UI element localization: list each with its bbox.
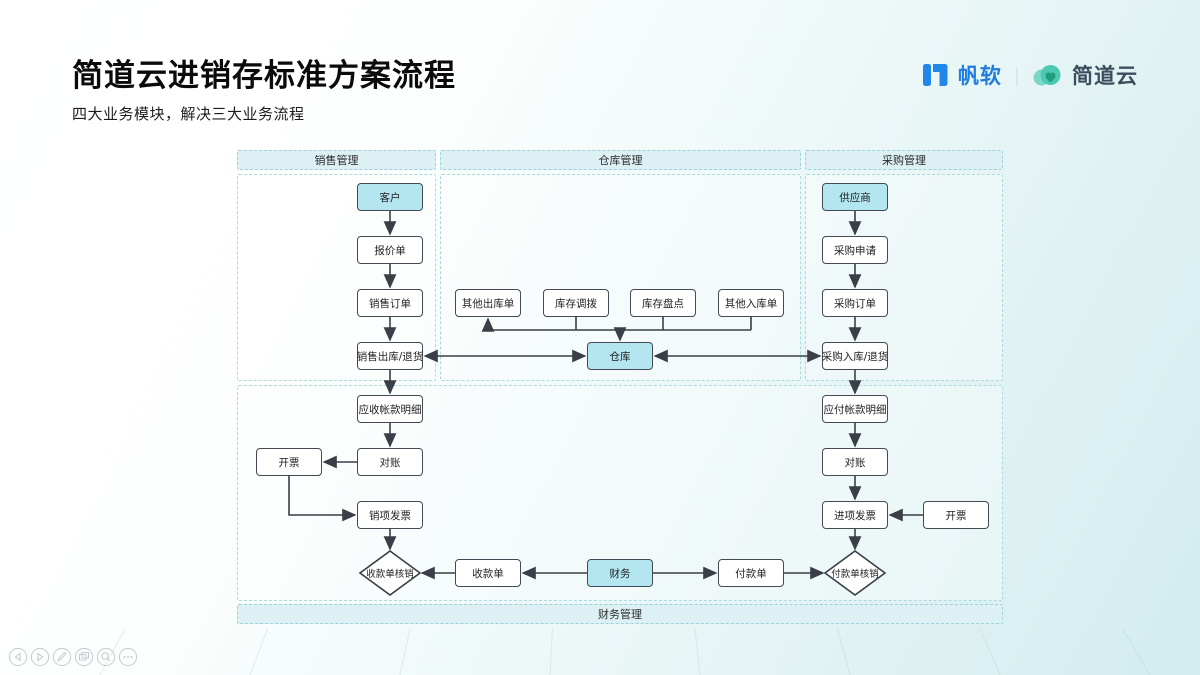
node-customer: 客户 — [357, 183, 423, 211]
node-purchase-order: 采购订单 — [822, 289, 888, 317]
node-purchase-inbound: 采购入库/退货 — [822, 342, 888, 370]
zoom-icon[interactable] — [96, 647, 116, 667]
section-header-purchase: 采购管理 — [805, 150, 1003, 170]
page-subtitle: 四大业务模块，解决三大业务流程 — [72, 105, 305, 123]
node-stock-count: 库存盘点 — [630, 289, 696, 317]
node-receipt: 收款单 — [455, 559, 521, 587]
node-payment-verify: 付款单核销 — [831, 569, 879, 580]
node-invoice-ap: 开票 — [923, 501, 989, 529]
node-reconcile-ap: 对账 — [822, 448, 888, 476]
node-input-invoice: 进项发票 — [822, 501, 888, 529]
flowchart: 销售管理 仓库管理 采购管理 财务管理 — [237, 150, 1003, 625]
page-title: 简道云进销存标准方案流程 — [72, 58, 456, 94]
fanruan-label: 帆软 — [957, 64, 1002, 88]
brand-logos: 帆软 | 简道云 — [922, 60, 1138, 90]
node-payment: 付款单 — [718, 559, 784, 587]
previous-slide-icon[interactable] — [8, 647, 28, 667]
pen-icon[interactable] — [52, 647, 72, 667]
node-sales-order: 销售订单 — [357, 289, 423, 317]
node-ar-detail: 应收帐款明细 — [357, 395, 423, 423]
node-reconcile-ar: 对账 — [357, 448, 423, 476]
node-ap-detail: 应付帐款明细 — [822, 395, 888, 423]
node-other-inbound: 其他入库单 — [718, 289, 784, 317]
jiandaoyun-cloud-icon — [1033, 65, 1061, 86]
fanruan-logo-icon — [922, 64, 948, 86]
section-header-warehouse: 仓库管理 — [440, 150, 801, 170]
node-output-invoice: 销项发票 — [357, 501, 423, 529]
node-other-outbound: 其他出库单 — [455, 289, 521, 317]
more-icon[interactable] — [118, 647, 138, 667]
jiandaoyun-label: 简道云 — [1072, 64, 1138, 88]
node-stock-transfer: 库存调拨 — [543, 289, 609, 317]
section-header-finance: 财务管理 — [237, 604, 1003, 624]
section-header-sales: 销售管理 — [237, 150, 436, 170]
node-sales-outbound: 销售出库/退货 — [357, 342, 423, 370]
node-quotation: 报价单 — [357, 236, 423, 264]
node-invoice-ar: 开票 — [256, 448, 322, 476]
presenter-toolbar — [8, 647, 138, 667]
node-supplier: 供应商 — [822, 183, 888, 211]
slides-icon[interactable] — [74, 647, 94, 667]
node-finance: 财务 — [587, 559, 653, 587]
node-receipt-verify: 收款单核销 — [366, 569, 414, 580]
node-purchase-request: 采购申请 — [822, 236, 888, 264]
brand-divider: | — [1013, 64, 1020, 86]
next-slide-icon[interactable] — [30, 647, 50, 667]
node-warehouse: 仓库 — [587, 342, 653, 370]
flow-connectors — [288, 211, 923, 596]
